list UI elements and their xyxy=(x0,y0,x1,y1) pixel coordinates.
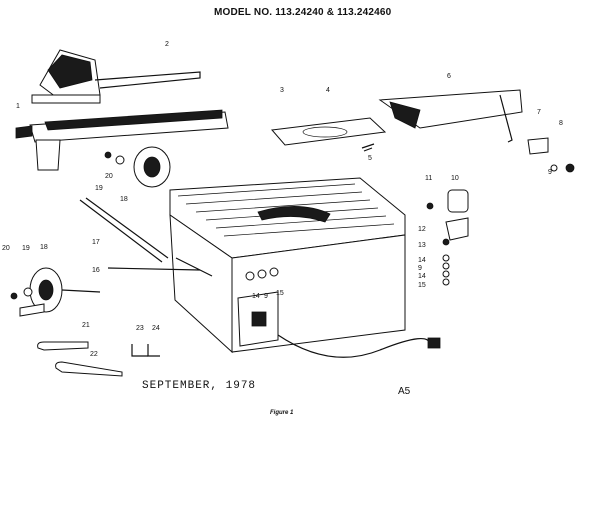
callout-number: 24 xyxy=(152,325,160,332)
callout-number: 18 xyxy=(40,244,48,251)
blade-guard xyxy=(378,89,549,155)
callout-number: 17 xyxy=(92,239,100,246)
callout-number: 9 xyxy=(548,169,552,176)
callout-number: 7 xyxy=(537,109,541,116)
callout-number: 6 xyxy=(447,73,451,80)
callout-number: 16 xyxy=(92,267,100,274)
handwheel-lower xyxy=(10,267,101,317)
callout-number: 10 xyxy=(451,175,459,182)
callout-number: 15 xyxy=(276,290,284,297)
callout-number: 23 xyxy=(136,325,144,332)
callout-number: 1 xyxy=(16,103,20,110)
callout-number: 20 xyxy=(105,173,113,180)
rip-fence xyxy=(15,109,229,171)
callout-number: 14 xyxy=(252,293,260,300)
print-date: SEPTEMBER, 1978 xyxy=(142,380,257,392)
callout-number: 14 xyxy=(418,273,426,280)
handwheel-upper xyxy=(104,146,171,188)
throat-plate xyxy=(271,117,387,152)
model-title: MODEL NO. 113.24240 & 113.242460 xyxy=(214,7,392,18)
callout-number: 22 xyxy=(90,351,98,358)
callout-number: 11 xyxy=(425,175,432,182)
callout-number: 9 xyxy=(264,293,268,300)
tools xyxy=(37,341,160,377)
callout-number: 9 xyxy=(418,265,422,272)
callout-number: 19 xyxy=(22,245,30,252)
callout-number: 14 xyxy=(418,257,426,264)
callout-number: 18 xyxy=(120,196,128,203)
callout-number: 3 xyxy=(280,87,284,94)
callout-number: 4 xyxy=(326,87,330,94)
callout-number: 13 xyxy=(418,242,426,249)
miter-gauge xyxy=(31,49,201,104)
switch-parts xyxy=(426,163,575,286)
callout-number: 12 xyxy=(418,226,426,233)
callout-number: 19 xyxy=(95,185,103,192)
callout-number: 2 xyxy=(165,41,169,48)
callout-number: 5 xyxy=(368,155,372,162)
figure-caption: Figure 1 xyxy=(270,410,294,416)
callouts: 1 2 3 4 5 6 7 8 9 10 11 12 13 14 9 14 15… xyxy=(2,41,563,358)
callout-number: 20 xyxy=(2,245,10,252)
callout-number: 15 xyxy=(418,282,426,289)
page-code: A5 xyxy=(398,386,411,397)
elevation-shaft xyxy=(79,197,213,277)
callout-number: 21 xyxy=(82,322,90,329)
saw-base xyxy=(169,177,441,358)
callout-number: 8 xyxy=(559,120,563,127)
